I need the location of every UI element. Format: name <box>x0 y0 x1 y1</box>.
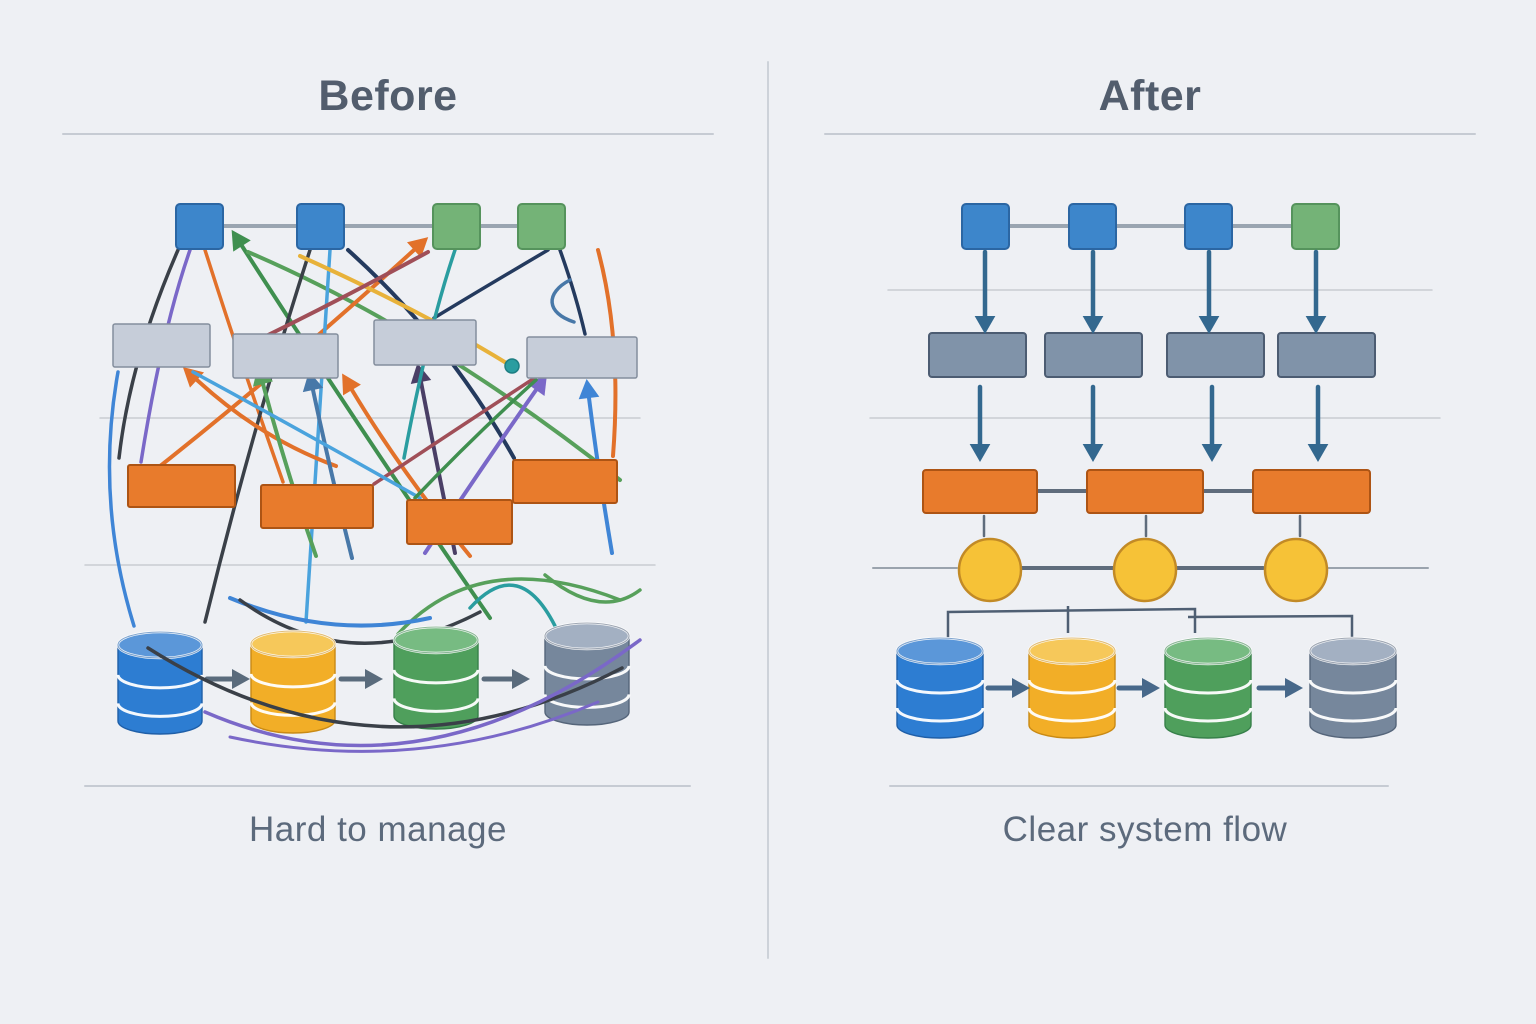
after-database-arrows <box>985 678 1303 698</box>
after-bracket <box>946 606 1354 638</box>
before-databases <box>116 621 631 735</box>
after-title: After <box>1098 72 1202 120</box>
after-arrows-row1 <box>974 249 1327 334</box>
after-databases <box>895 636 1398 739</box>
after-arrows-row2 <box>969 384 1329 462</box>
before-title: Before <box>318 72 458 120</box>
before-nodes <box>112 203 638 545</box>
after-nodes <box>872 203 1429 603</box>
after-caption: Clear system flow <box>1002 810 1288 849</box>
before-tangled-connections <box>107 229 642 645</box>
before-caption: Hard to manage <box>249 810 507 849</box>
before-tangled-front <box>146 638 642 753</box>
before-database-arrows <box>204 669 530 689</box>
